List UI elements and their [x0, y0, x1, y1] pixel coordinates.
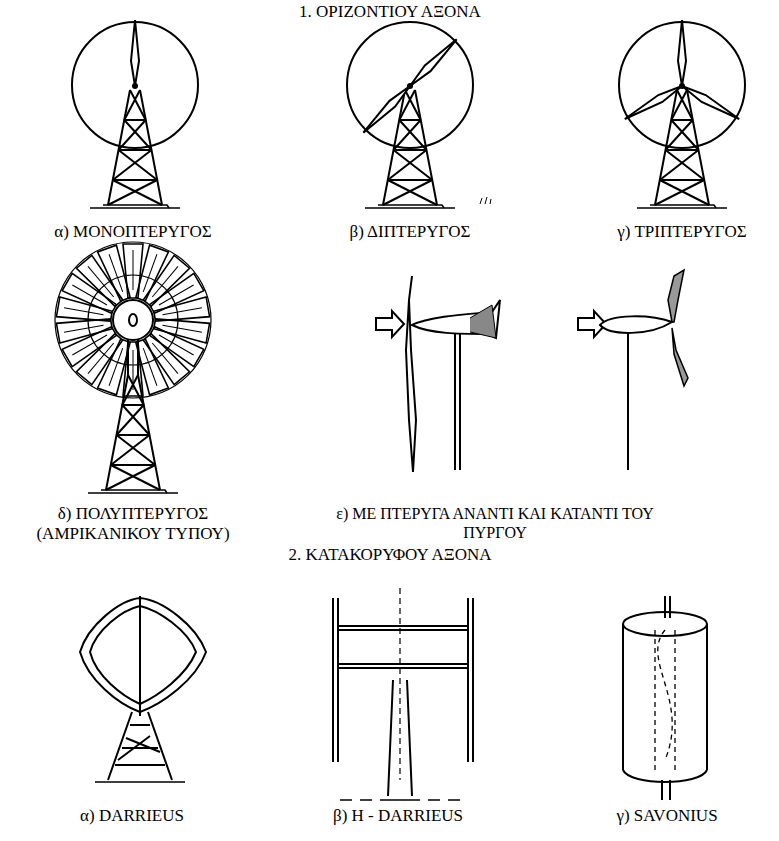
type-caption: ε) ΜΕ ΠΤΕΡΥΓΑ ΑΝΑΝΤΙ ΚΑΙ ΚΑΤΑΝΤΙ ΤΟΥ ΠΥΡ…	[325, 504, 665, 542]
two-blade-turbine	[347, 22, 491, 208]
section-heading: 1. ΟΡΙΖΟΝΤΙΟΥ ΑΞΟΝΑ	[299, 2, 481, 22]
three-blade-turbine	[619, 20, 745, 208]
darrieus-turbine	[80, 596, 206, 782]
type-caption: γ) SAVONIUS	[616, 806, 717, 826]
section-heading: 2. ΚΑΤΑΚΟΡΥΦΟΥ ΑΞΟΝΑ	[288, 545, 491, 565]
type-caption: α) ΜΟΝΟΠΤΕΡΥΓΟΣ	[54, 222, 212, 242]
type-caption: β) ΔΙΠΤΕΡΥΓΟΣ	[350, 222, 471, 242]
h-darrieus-turbine	[333, 588, 473, 800]
upwind-downwind-turbines	[376, 270, 688, 472]
type-caption: δ) ΠΟΛΥΠΤΕΡΥΓΟΣ (ΑΜΡΙΚΑΝΙΚΟΥ ΤΥΠΟΥ)	[13, 504, 253, 545]
type-caption: α) DARRIEUS	[80, 806, 184, 826]
multi-blade-turbine	[55, 242, 211, 493]
type-caption: β) H - DARRIEUS	[333, 806, 463, 826]
type-caption: γ) ΤΡΙΠΤΕΡΥΓΟΣ	[617, 222, 746, 242]
single-blade-turbine	[72, 20, 198, 208]
savonius-turbine	[623, 596, 707, 800]
